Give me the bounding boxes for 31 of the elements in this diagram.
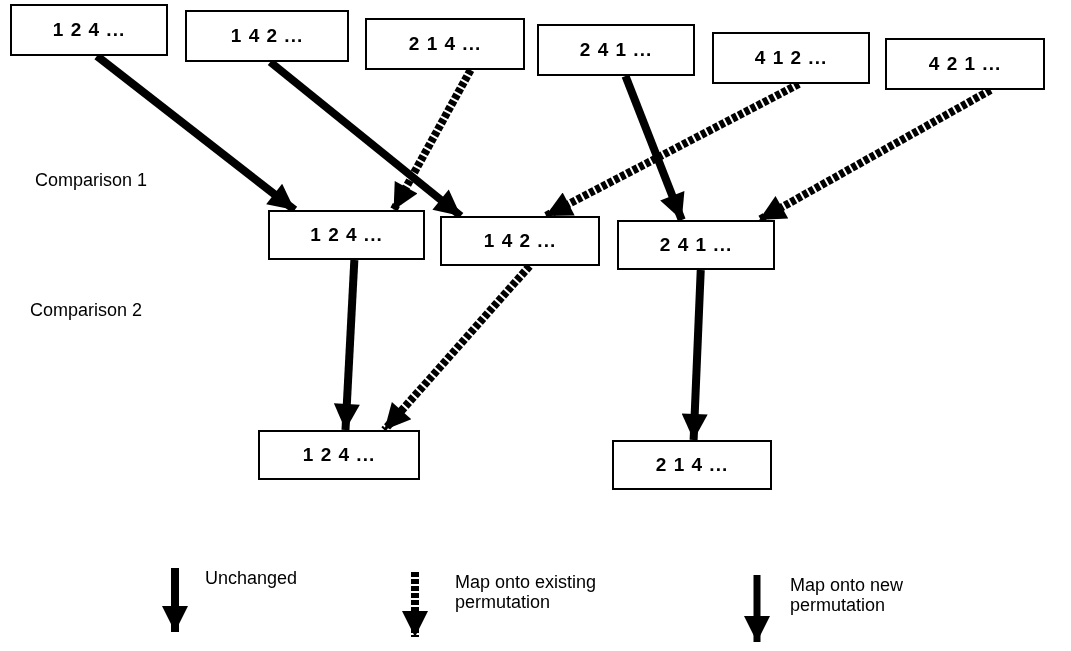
- permutation-text: 4 2 1 ...: [928, 53, 1002, 75]
- permutation-text: 1 2 4 ...: [52, 19, 126, 41]
- permutation-text: 1 2 4 ...: [302, 444, 376, 466]
- permutation-text: 1 4 2 ...: [230, 25, 304, 47]
- permutation-box: [617, 220, 775, 270]
- arrow: [681, 269, 708, 441]
- permutation-box: [365, 18, 525, 70]
- permutation-box: [537, 24, 695, 76]
- permutation-text: 1 4 2 ...: [483, 230, 557, 252]
- legend-text: Map onto new permutation: [790, 575, 905, 615]
- stage-label: Comparison 2: [30, 300, 143, 321]
- permutation-box: [612, 440, 772, 490]
- arrow: [333, 259, 360, 431]
- arrow: [621, 74, 686, 222]
- permutation-box: [885, 38, 1045, 90]
- permutation-text: 1 2 4 ...: [310, 224, 383, 246]
- permutation-box: [268, 210, 425, 260]
- permutation-text: 2 4 1 ...: [659, 234, 733, 256]
- stage-label: Comparison 1: [35, 170, 148, 191]
- legend-text: Unchanged: [205, 568, 299, 588]
- permutation-box: [10, 4, 168, 56]
- arrow: [390, 68, 475, 212]
- permutation-box: [258, 430, 420, 480]
- permutation-box: [185, 10, 349, 62]
- permutation-text: 2 4 1 ...: [579, 39, 653, 61]
- legend-text: Map onto existing permutation: [455, 572, 598, 612]
- permutation-text: 2 1 4 ...: [408, 33, 482, 55]
- permutation-text: 4 1 2 ...: [754, 47, 828, 69]
- permutation-box: [440, 216, 600, 266]
- permutation-box: [712, 32, 870, 84]
- permutation-text: 2 1 4 ...: [655, 454, 729, 476]
